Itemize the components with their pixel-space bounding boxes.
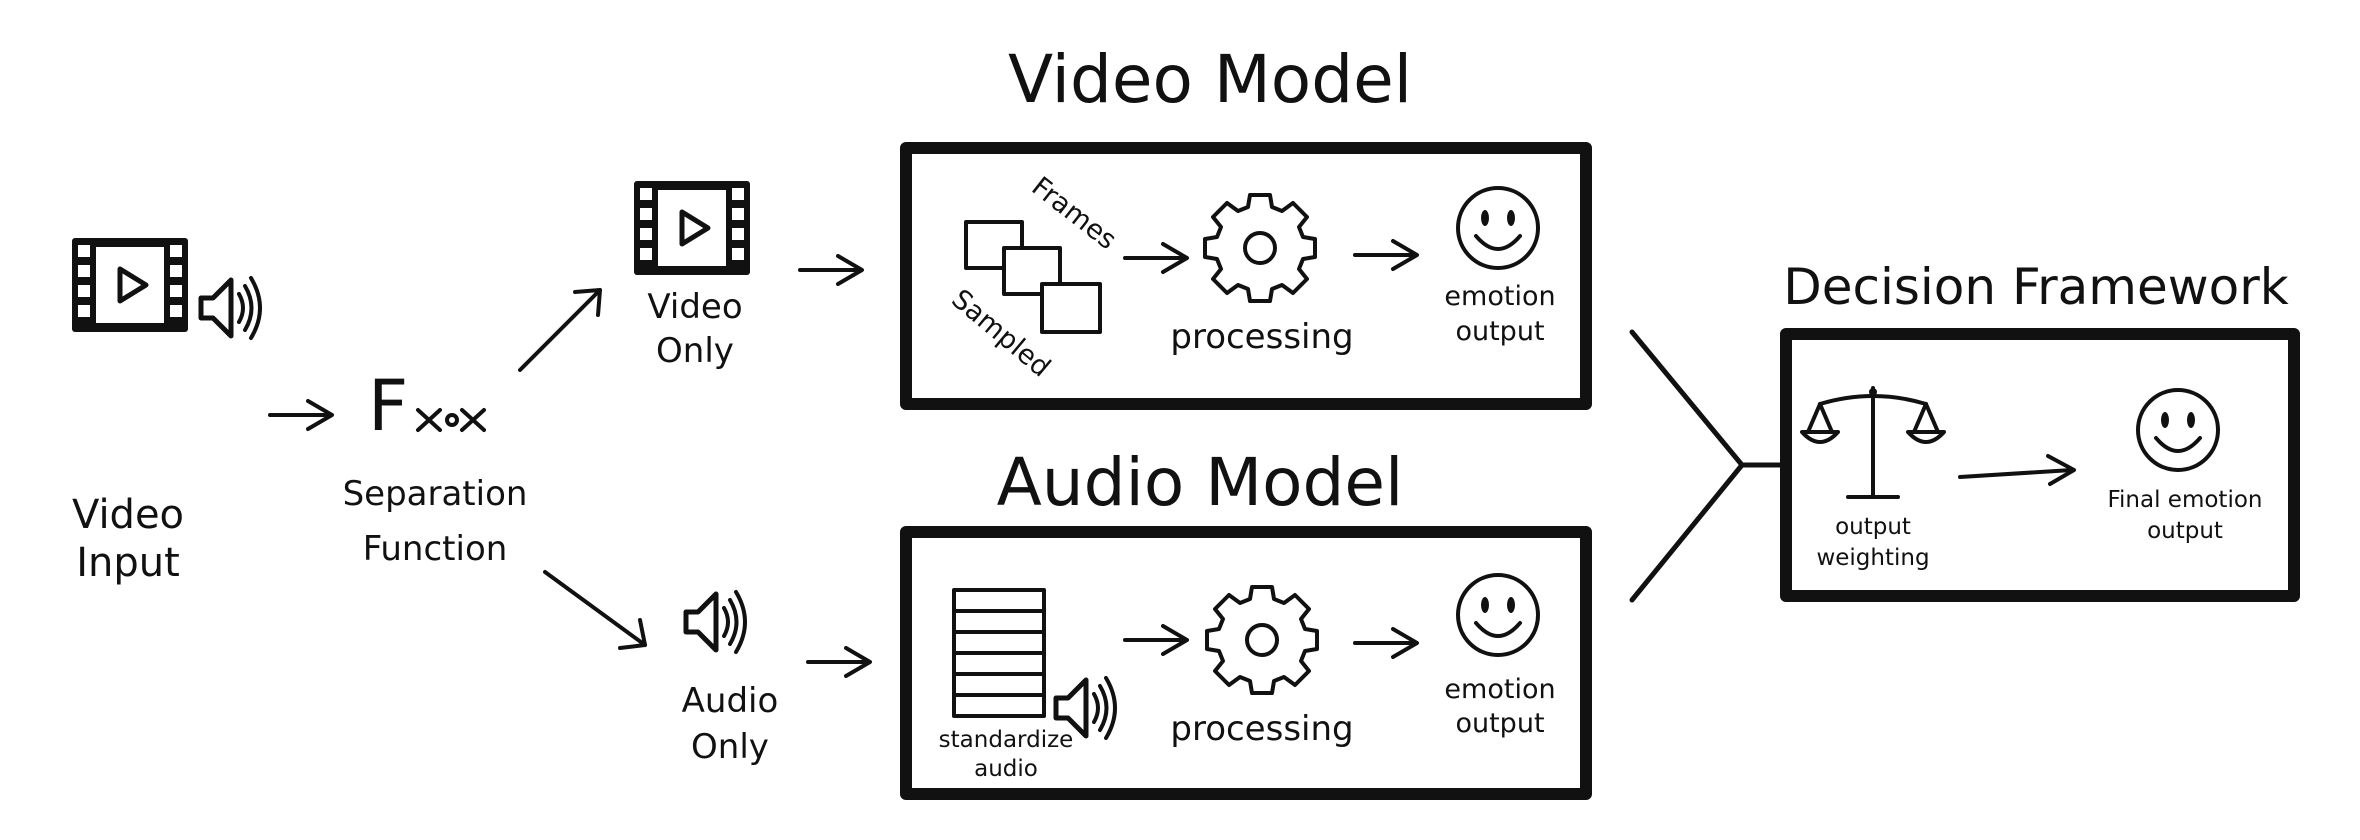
separation-label-line2: Function	[363, 529, 508, 569]
film-strip-icon	[634, 181, 750, 275]
final-output-label-line1: Final emotion	[2107, 487, 2262, 513]
arrow-to-final-output	[1958, 454, 2076, 486]
function-symbol: F	[368, 365, 408, 447]
separation-function-node: F Separation Function	[343, 365, 528, 569]
decision-framework-title: Decision Framework	[1783, 258, 2289, 316]
audio-model-box	[900, 526, 1592, 800]
film-strip-icon	[72, 238, 188, 332]
audio-output-label-line1: emotion	[1444, 674, 1555, 705]
smiley-icon	[1456, 186, 1540, 270]
smiley-icon	[1456, 573, 1540, 657]
final-output-label-line2: output	[2147, 518, 2223, 544]
arrow-to-audio-model	[806, 646, 872, 678]
weighting-label-line2: weighting	[1816, 545, 1929, 571]
standardize-label-line2: audio	[974, 756, 1038, 782]
arrow-to-video-only	[518, 288, 602, 372]
video-output-label-line1: emotion	[1444, 281, 1555, 312]
arrow-to-processing	[1123, 242, 1189, 274]
separation-label-line1: Separation	[343, 474, 528, 514]
standardize-label-line1: standardize	[939, 727, 1074, 753]
gear-icon	[1205, 585, 1319, 695]
video-only-node: Video Only	[634, 181, 750, 371]
scale-icon	[1800, 386, 1946, 499]
video-input-label-line2: Input	[76, 540, 180, 586]
dot-icon	[445, 413, 459, 427]
x-mark-icon	[460, 408, 486, 432]
audio-model: Audio Model standardize audio processing…	[900, 444, 1592, 800]
arrow-to-processing	[1123, 624, 1189, 656]
frames-label: Frames	[1026, 171, 1122, 256]
video-model-title: Video Model	[1008, 41, 1412, 118]
audio-only-label-line1: Audio	[682, 681, 779, 721]
x-mark-icon	[416, 408, 442, 432]
arrow-to-separation	[268, 399, 334, 431]
audio-output-label-line2: output	[1455, 708, 1544, 739]
audio-processing-label: processing	[1170, 709, 1353, 749]
gear-icon	[1203, 193, 1317, 303]
video-model-box	[900, 142, 1592, 410]
video-input-node: Video Input	[72, 238, 260, 586]
arrow-to-emotion-output	[1353, 627, 1419, 659]
audio-buffer-icon	[952, 588, 1046, 718]
sampled-frames-icon	[964, 220, 1102, 334]
audio-only-label-line2: Only	[691, 727, 769, 767]
decision-framework-box	[1780, 328, 2300, 602]
video-processing-label: processing	[1170, 317, 1353, 357]
speaker-icon	[686, 592, 745, 652]
video-only-label-line1: Video	[647, 287, 742, 327]
audio-model-title: Audio Model	[997, 444, 1404, 521]
video-only-label-line2: Only	[656, 331, 734, 371]
speaker-icon	[201, 278, 260, 338]
sampled-label: Sampled	[946, 284, 1057, 384]
arrow-to-video-model	[798, 254, 864, 286]
arrow-to-audio-only	[543, 570, 647, 650]
merge-connector	[1629, 329, 1787, 603]
arrow-to-emotion-output	[1353, 239, 1419, 271]
smiley-icon	[2136, 388, 2220, 472]
video-input-label-line1: Video	[72, 492, 184, 538]
decision-framework: Decision Framework output weighting Fina…	[1780, 258, 2300, 602]
video-output-label-line2: output	[1455, 316, 1544, 347]
audio-only-node: Audio Only	[682, 592, 779, 767]
weighting-label-line1: output	[1835, 514, 1911, 540]
video-model: Video Model Frames Sampled processing em…	[900, 41, 1592, 410]
